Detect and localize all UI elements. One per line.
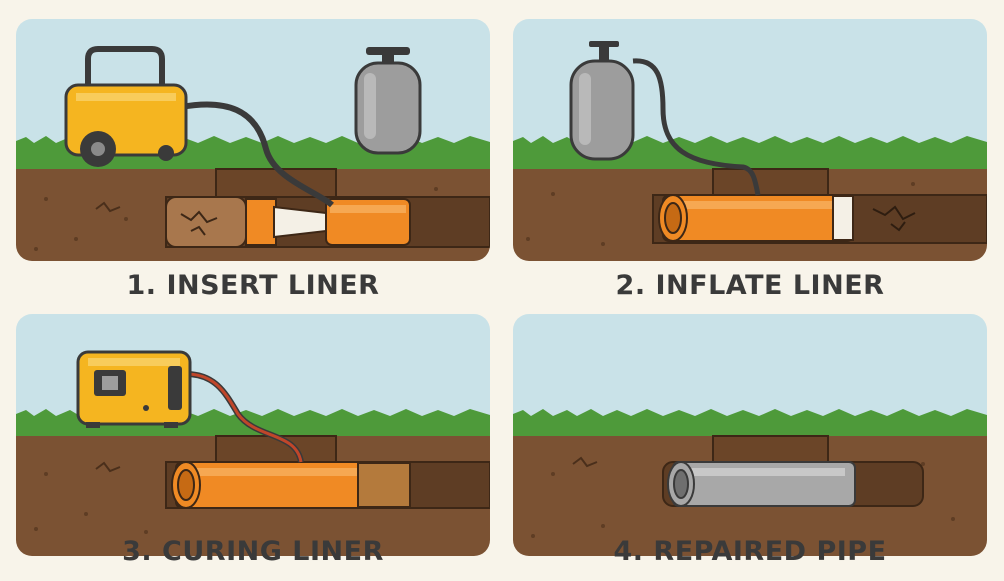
soil-specks [34, 187, 473, 251]
hose [180, 101, 334, 208]
soil-crack [572, 456, 598, 468]
soil-specks [531, 462, 955, 538]
liner-opening-inner [664, 202, 682, 234]
liner-highlight [330, 205, 406, 213]
panel-inflate-liner [513, 19, 987, 261]
repaired-pipe-illustration [513, 314, 987, 556]
panel-insert-liner [16, 19, 490, 261]
soil-crack [95, 201, 121, 213]
soil-crack [95, 461, 121, 473]
grass [513, 409, 987, 438]
liner-taper [273, 205, 327, 239]
generator-icon [76, 350, 192, 428]
liner-uncured-section [357, 462, 411, 508]
curing-liner-illustration [16, 314, 490, 556]
gas-tank-icon [569, 41, 635, 161]
pipe-crack [872, 205, 916, 232]
step-label-inflate-liner: 2. INFLATE LINER [615, 270, 885, 301]
pipe-highlight [685, 468, 845, 476]
insert-liner-illustration [16, 19, 490, 261]
step-label-repaired-pipe: 4. REPAIRED PIPE [613, 536, 887, 567]
pipe-crack [180, 210, 218, 236]
gas-tank-icon [354, 47, 422, 155]
liner-highlight [675, 201, 845, 209]
liner-tip [832, 195, 854, 241]
panel-repaired-pipe [513, 314, 987, 556]
inflate-liner-illustration [513, 19, 987, 261]
hose [632, 58, 761, 196]
step-label-insert-liner: 1. INSERT LINER [126, 270, 380, 301]
machine-icon [64, 46, 188, 167]
liner-opening-inner [177, 469, 195, 501]
step-label-curing-liner: 3. CURING LINER [122, 536, 384, 567]
sky [513, 314, 987, 426]
heating-cable [185, 372, 303, 463]
liner-highlight [188, 468, 358, 476]
pipe-opening-inner [673, 469, 689, 499]
panel-curing-liner [16, 314, 490, 556]
liner-end [245, 198, 277, 246]
